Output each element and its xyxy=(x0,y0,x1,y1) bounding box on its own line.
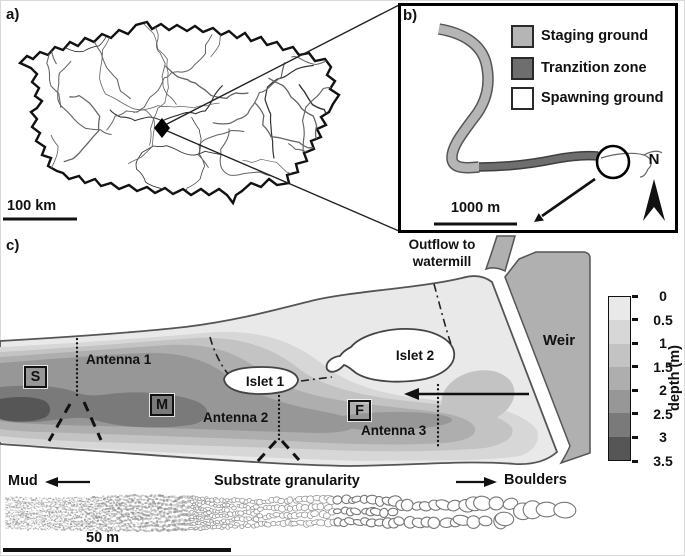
antenna-v-marks xyxy=(47,401,301,464)
study-site-marker xyxy=(154,118,170,138)
depth-colorbar-segment xyxy=(609,390,630,414)
panel-b-frame xyxy=(398,3,678,233)
colorbar-tick-label: 0 xyxy=(659,288,667,304)
colorbar-tick-mark xyxy=(632,435,638,439)
colorbar-tick-label: 0.5 xyxy=(653,311,673,328)
substrate-center-label: Substrate granularity xyxy=(214,473,360,489)
station-m-box: M xyxy=(150,394,174,416)
mud-arrow-head xyxy=(45,477,58,487)
detail-arrow-head xyxy=(534,213,544,222)
islet-1-shape xyxy=(223,366,299,395)
panel-c-site-map xyxy=(0,235,591,552)
depth-colorbar-segment xyxy=(609,366,630,391)
antenna-lines xyxy=(75,337,440,448)
depth-colorbar-segment xyxy=(609,343,630,367)
depth-colorbar-segment xyxy=(609,436,630,460)
colorbar-tick-mark xyxy=(632,341,638,345)
legend-label-staging: Staging ground xyxy=(541,28,649,44)
panel-c-label: c) xyxy=(6,237,20,254)
colorbar-tick-mark xyxy=(632,365,638,369)
scalebar-b-label: 1000 m xyxy=(450,200,501,216)
depth-band-2-5 xyxy=(0,385,208,428)
legend-swatch-transition xyxy=(511,57,534,80)
depth-colorbar-segment xyxy=(609,297,630,321)
substrate-boulders-label: Boulders xyxy=(504,472,567,488)
legend-label-spawning: Spawning ground xyxy=(541,90,664,106)
spawning-ground-circle xyxy=(595,144,631,180)
station-s-box: S xyxy=(24,366,47,388)
outflow-channel xyxy=(484,235,516,273)
inset-connector-line-top xyxy=(164,4,400,126)
islet-1-label: Islet 1 xyxy=(245,374,285,389)
czech-republic-outline xyxy=(17,20,341,206)
flow-arrow-head xyxy=(404,388,419,400)
colorbar-tick-mark xyxy=(632,459,638,463)
islet-2-shape xyxy=(325,328,456,383)
scalebar-a-label: 100 km xyxy=(7,198,57,214)
substrate-texture xyxy=(4,493,577,533)
panel-b-inset xyxy=(398,3,678,233)
north-label: N xyxy=(648,151,660,168)
antenna-2-label: Antenna 2 xyxy=(203,410,269,425)
colorbar-tick-label: 3.5 xyxy=(653,453,673,469)
antenna-3-label: Antenna 3 xyxy=(361,423,427,438)
colorbar-tick-mark xyxy=(632,388,638,392)
panel-a-label: a) xyxy=(6,6,20,23)
depth-colorbar-segment xyxy=(609,413,630,437)
depth-tongue-inner xyxy=(328,411,452,431)
weir-pool xyxy=(504,251,591,465)
river-transition-zone xyxy=(478,152,599,171)
colorbar-tick-label: 1 xyxy=(659,335,667,352)
colorbar-tick-mark xyxy=(632,294,638,298)
river-staging-ground xyxy=(438,24,493,172)
legend-swatch-spawning xyxy=(511,87,534,110)
legend-label-transition: Tranzition zone xyxy=(541,60,647,76)
islet-2-label: Islet 2 xyxy=(395,348,435,363)
river-spawning-branch-3 xyxy=(639,168,649,178)
boulders-arrow-head xyxy=(484,477,497,487)
colorbar-tick-mark xyxy=(632,412,638,416)
panel-a-map xyxy=(3,4,400,232)
colorbar-tick-label: 2 xyxy=(659,382,667,399)
river-spawning-branch-2 xyxy=(643,150,663,156)
antenna-1-label: Antenna 1 xyxy=(86,352,152,367)
substrate-mud-label: Mud xyxy=(8,473,38,489)
weir-label: Weir xyxy=(542,332,576,349)
legend-swatch-staging xyxy=(511,25,534,48)
colorbar-tick-mark xyxy=(632,318,638,322)
depth-colorbar xyxy=(608,296,631,461)
zone-boundary-lines xyxy=(209,283,453,382)
panel-b-label: b) xyxy=(403,7,418,24)
depth-axis-title: depth (m) xyxy=(667,344,683,412)
colorbar-tick-label: 3 xyxy=(659,429,667,446)
detail-arrow-line xyxy=(541,177,596,218)
depth-band-3-0 xyxy=(0,396,51,422)
outflow-label: Outflow to watermill xyxy=(408,237,476,269)
depth-colorbar-segment xyxy=(609,320,630,344)
colorbar-tick-label: 2.5 xyxy=(653,405,673,422)
depth-blob-islet2-side xyxy=(441,370,515,424)
station-f-box: F xyxy=(348,400,371,421)
north-arrow-icon xyxy=(643,179,665,221)
scalebar-c-label: 50 m xyxy=(86,530,120,546)
inset-connector-line-bottom xyxy=(164,129,400,232)
colorbar-tick-label: 1.5 xyxy=(653,358,673,375)
